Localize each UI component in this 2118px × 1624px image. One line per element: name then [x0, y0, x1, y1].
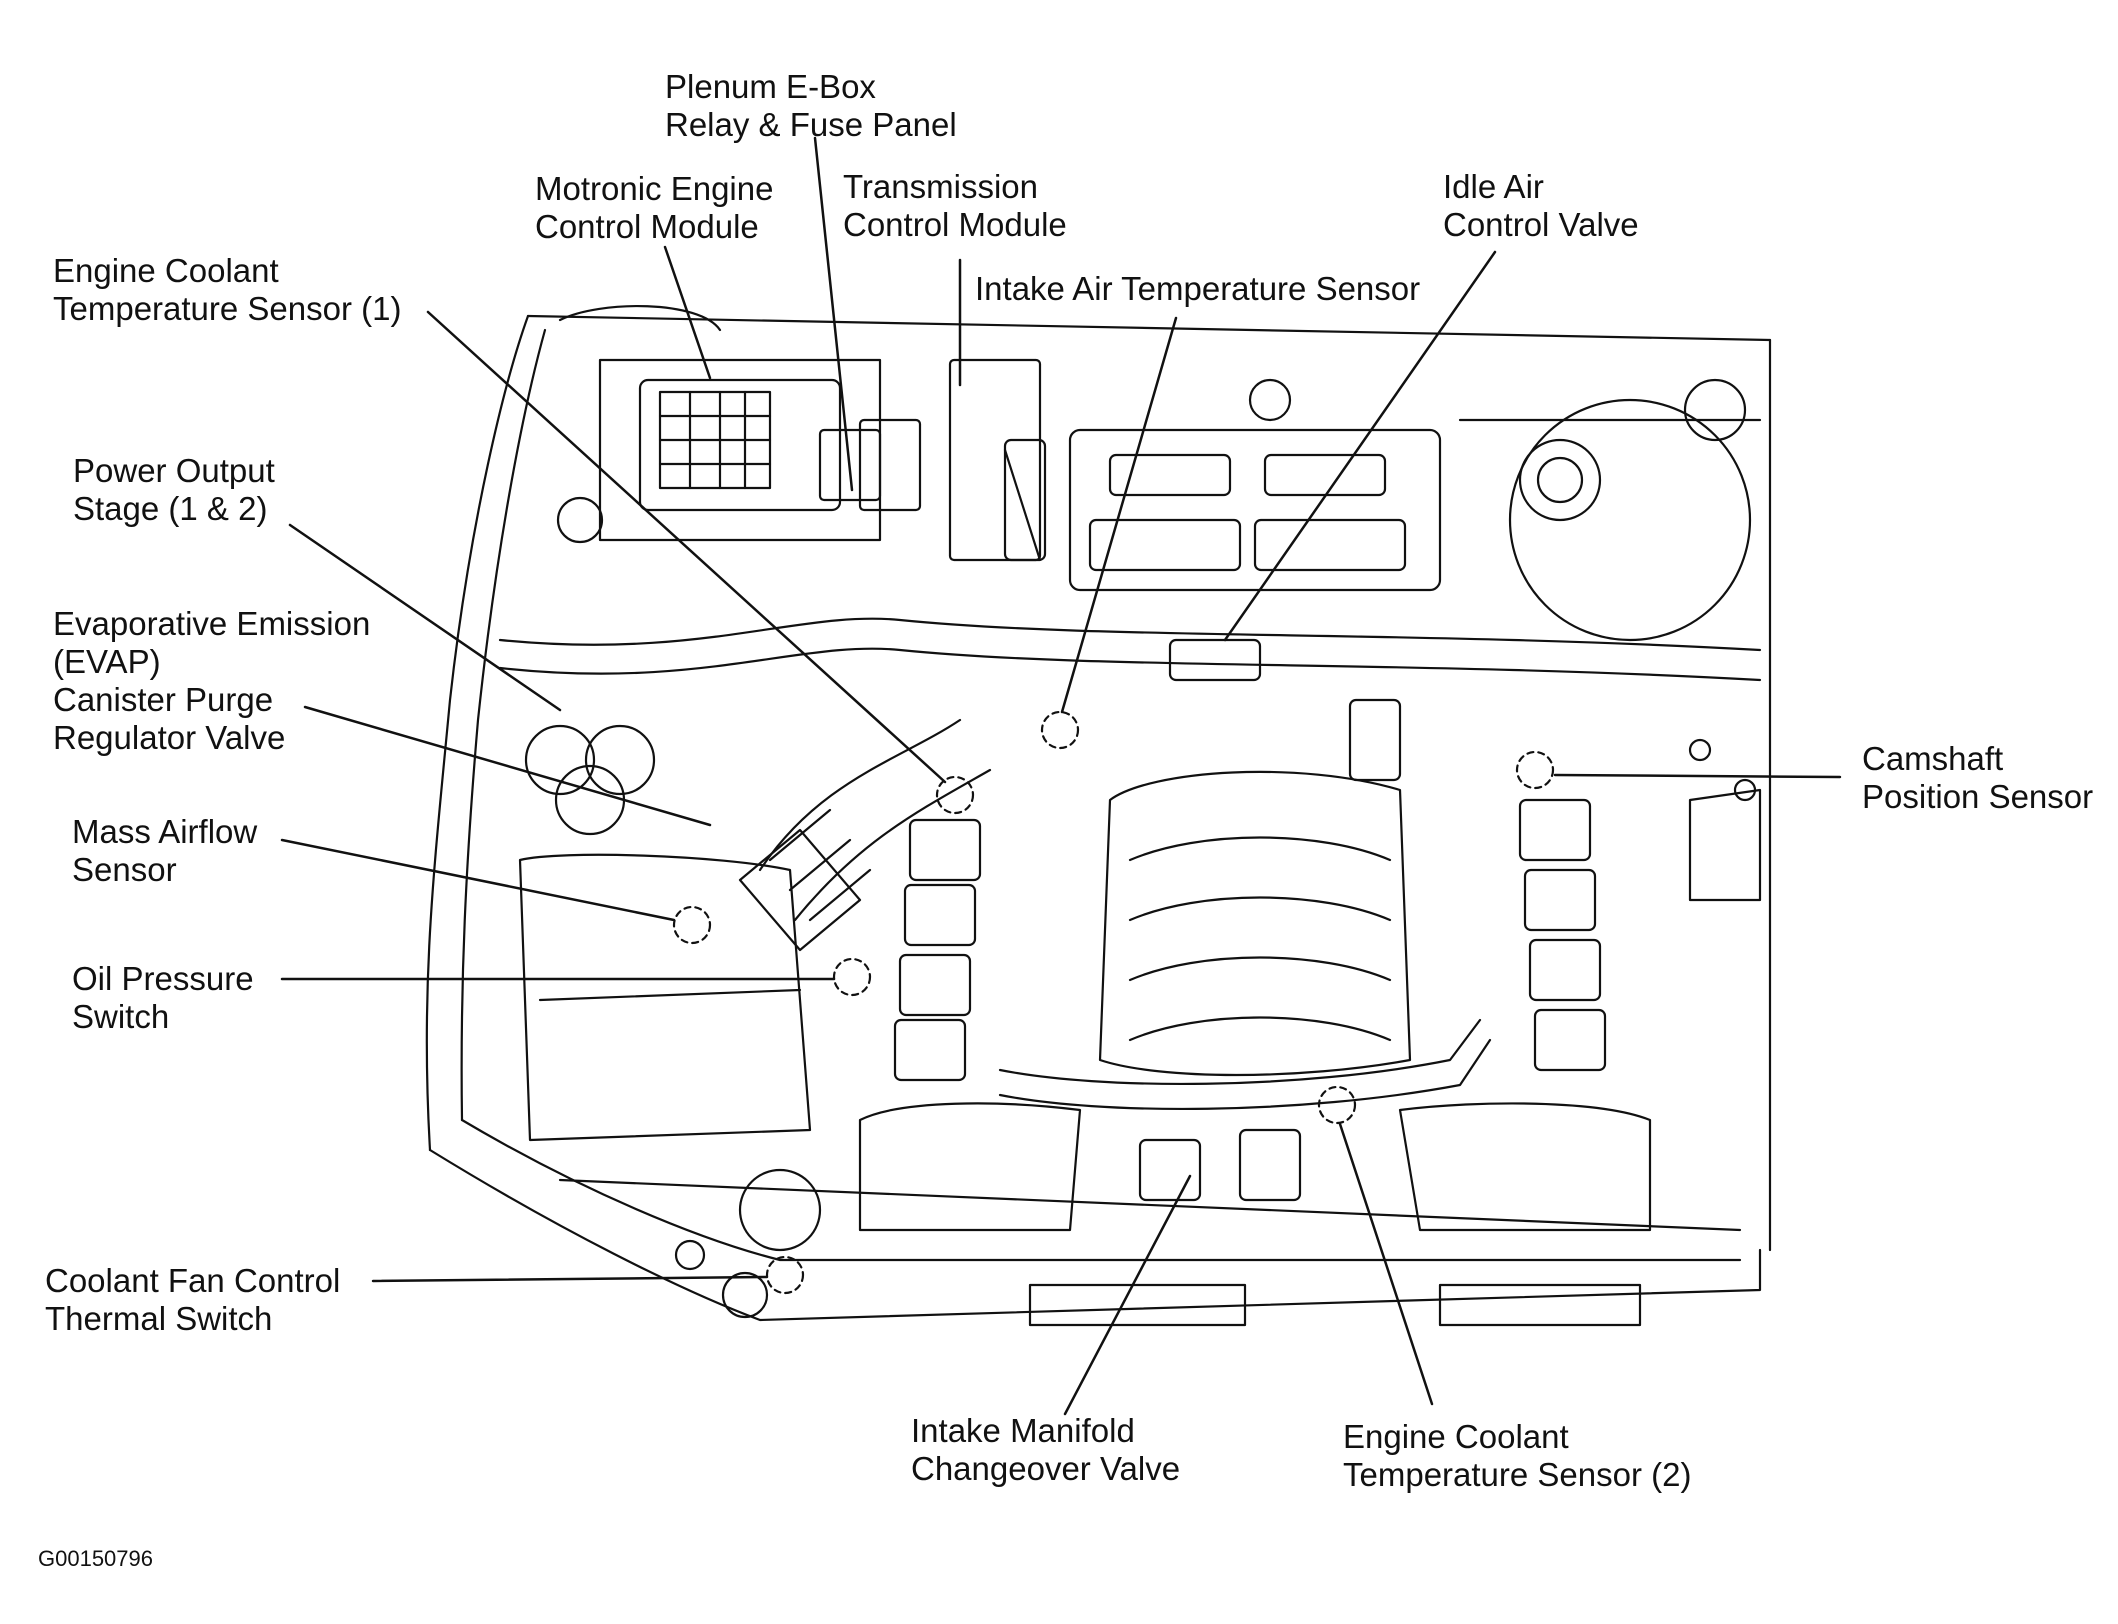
- marker-maf: [672, 905, 712, 945]
- coolant-pipe: [998, 1018, 1492, 1111]
- label-oil-pressure: Oil Pressure Switch: [72, 960, 254, 1035]
- leader-maf: [280, 838, 676, 922]
- leader-camshaft: [1553, 773, 1842, 779]
- label-maf: Mass Airflow Sensor: [72, 813, 258, 888]
- leader-lines: [280, 136, 1842, 1416]
- leader-coolant-fan: [371, 1275, 769, 1283]
- leader-idle-air: [1223, 250, 1497, 642]
- air-filter-box: [518, 853, 822, 1319]
- leader-iat: [1060, 316, 1178, 714]
- leader-motronic: [663, 245, 712, 380]
- marker-iat: [1040, 710, 1080, 750]
- right-fender: [1688, 738, 1762, 902]
- label-ect1: Engine Coolant Temperature Sensor (1): [53, 252, 402, 327]
- brake-booster: [1248, 378, 1752, 642]
- intake-hose: [738, 718, 992, 952]
- label-power-output: Power Output Stage (1 & 2): [73, 452, 275, 527]
- leader-ect2: [1338, 1122, 1434, 1406]
- label-motronic-ecm: Motronic Engine Control Module: [535, 170, 774, 245]
- label-plenum-ebox: Plenum E-Box Relay & Fuse Panel: [665, 68, 957, 143]
- label-intake-manifold: Intake Manifold Changeover Valve: [911, 1412, 1181, 1487]
- sensor-markers: [672, 710, 1555, 1295]
- plenum-cover: [1068, 418, 1762, 592]
- leader-power-output: [288, 523, 562, 712]
- marker-oil-pressure: [832, 957, 872, 997]
- engine-bay-outline: [425, 304, 1772, 1322]
- label-coolant-fan: Coolant Fan Control Thermal Switch: [45, 1262, 341, 1337]
- label-evap: Evaporative Emission (EVAP) Canister Pur…: [53, 605, 371, 756]
- marker-coolant-fan: [765, 1255, 805, 1295]
- coils-left-bank: [893, 818, 982, 1082]
- bottom-plates: [1028, 1283, 1642, 1327]
- label-tcm: Transmission Control Module: [843, 168, 1067, 243]
- label-camshaft: Camshaft Position Sensor: [1862, 740, 2094, 815]
- figure-id: G00150796: [38, 1546, 153, 1571]
- leader-evap: [303, 705, 712, 827]
- relay-panel: [818, 358, 1047, 562]
- strut-brace: [498, 617, 1762, 682]
- marker-ect2: [1317, 1085, 1357, 1125]
- leader-intake-manifold: [1063, 1174, 1192, 1416]
- label-idle-air: Idle Air Control Valve: [1443, 168, 1639, 243]
- leader-plenum: [813, 136, 854, 492]
- marker-camshaft: [1515, 750, 1555, 790]
- intake-manifold: [1098, 638, 1412, 1077]
- coils-right-bank: [1518, 798, 1607, 1072]
- cam-covers: [858, 1102, 1652, 1232]
- label-ect2: Engine Coolant Temperature Sensor (2): [1343, 1418, 1692, 1493]
- left-strut-area: [524, 358, 882, 836]
- label-iat: Intake Air Temperature Sensor: [975, 270, 1421, 307]
- leader-ect1: [426, 310, 947, 784]
- marker-ect1: [935, 775, 975, 815]
